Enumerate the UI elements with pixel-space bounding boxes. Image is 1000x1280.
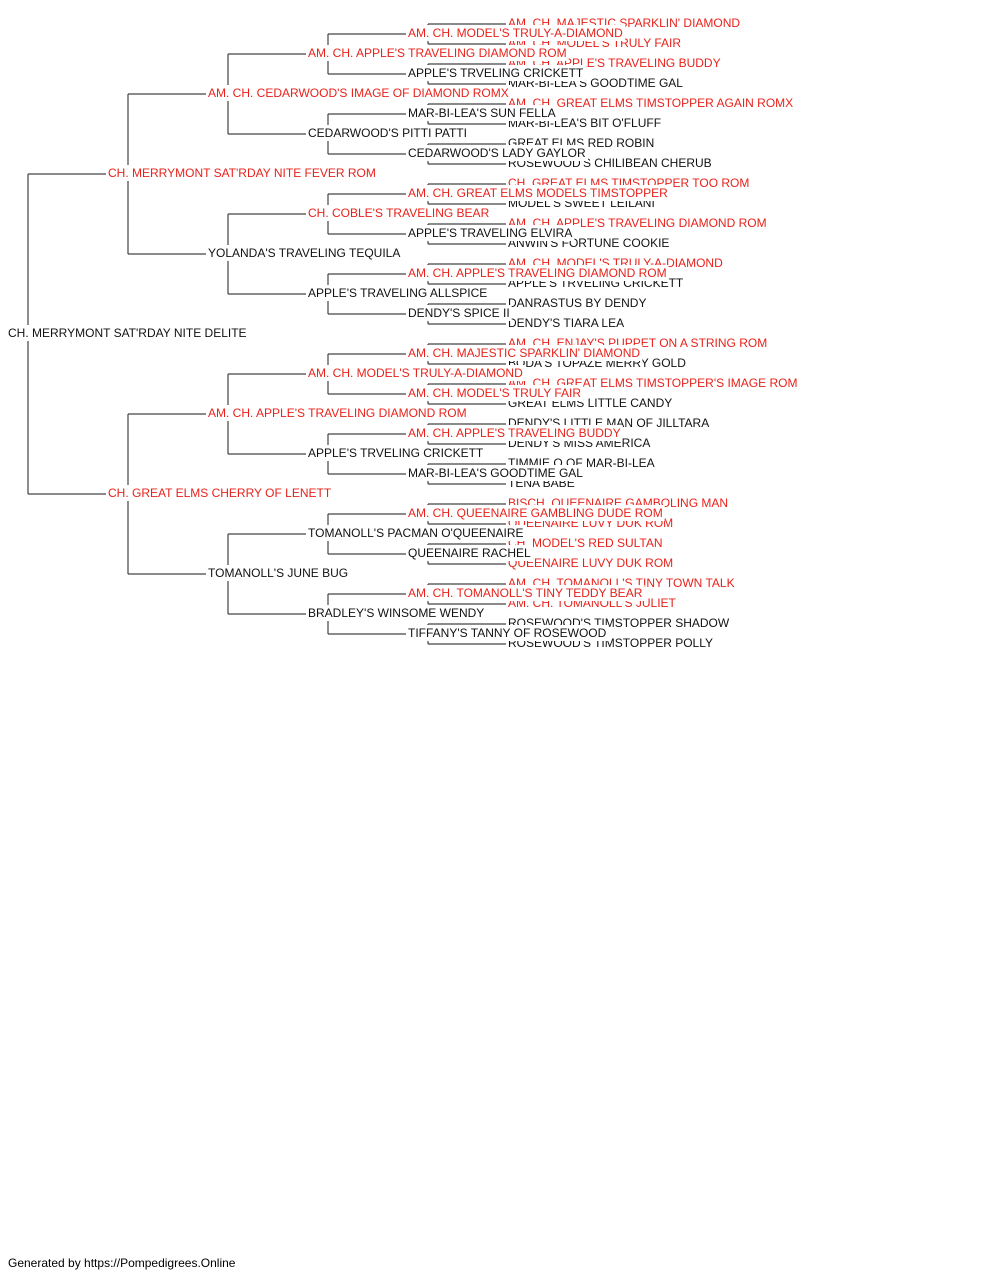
- ancestor-sire-name: AM. CH. MODEL'S TRULY-A-DIAMOND: [408, 26, 623, 40]
- footer-credit: Generated by https://Pompedigrees.Online: [8, 1256, 236, 1270]
- label-backing: [306, 605, 487, 621]
- label-backing: [406, 185, 671, 201]
- label-backing: [406, 425, 623, 441]
- ancestor-dam-name: CEDARWOOD'S LADY GAYLOR: [408, 146, 586, 160]
- label-backing: [406, 625, 609, 641]
- ancestor-sire-name: DANRASTUS BY DENDY: [508, 296, 646, 310]
- ancestor-dam-name: BRADLEY'S WINSOME WENDY: [308, 606, 484, 620]
- label-backing: [406, 265, 669, 281]
- ancestor-sire-name: AM. CH. GREAT ELMS MODELS TIMSTOPPER: [408, 186, 668, 200]
- label-backing: [206, 565, 351, 581]
- label-backing: [406, 385, 584, 401]
- label-backing: [406, 305, 512, 321]
- ancestor-dam-name: CH. GREAT ELMS CHERRY OF LENETT: [108, 486, 332, 500]
- ancestor-dam-name: APPLE'S TRAVELING ELVIRA: [408, 226, 572, 240]
- label-backing: [306, 125, 469, 141]
- ancestor-sire-name: AM. CH. APPLE'S TRAVELING DIAMOND ROM: [308, 46, 567, 60]
- label-backing: [306, 365, 526, 381]
- ancestor-dam-name: YOLANDA'S TRAVELING TEQUILA: [208, 246, 400, 260]
- label-backing: [406, 25, 626, 41]
- ancestor-sire-name: AM. CH. MODEL'S TRULY-A-DIAMOND: [308, 366, 523, 380]
- label-backing: [406, 105, 558, 121]
- label-backing: [406, 545, 534, 561]
- label-backing: [506, 315, 627, 331]
- label-backing: [106, 485, 334, 501]
- label-backing: [306, 525, 526, 541]
- ancestor-sire-name: TOMANOLL'S PACMAN O'QUEENAIRE: [308, 526, 524, 540]
- label-backing: [506, 535, 665, 551]
- label-backing: [406, 145, 589, 161]
- ancestor-dam-name: APPLE'S TRVELING CRICKETT: [308, 446, 484, 460]
- label-backing: [406, 465, 586, 481]
- ancestor-sire-name: MAR-BI-LEA'S SUN FELLA: [408, 106, 556, 120]
- label-backing: [306, 205, 492, 221]
- ancestor-sire-name: AM. CH. APPLE'S TRAVELING DIAMOND ROM: [408, 266, 667, 280]
- ancestor-dam-name: DENDY'S TIARA LEA: [508, 316, 624, 330]
- ancestor-dam-name: QUEENAIRE RACHEL: [408, 546, 531, 560]
- label-backing: [206, 85, 511, 101]
- subject-dog-name: CH. MERRYMONT SAT'RDAY NITE DELITE: [8, 326, 247, 340]
- ancestor-sire-name: AM. CH. QUEENAIRE GAMBLING DUDE ROM: [408, 506, 663, 520]
- ancestor-dam-name: TOMANOLL'S JUNE BUG: [208, 566, 348, 580]
- ancestor-sire-name: AM. CH. APPLE'S TRAVELING DIAMOND ROM: [208, 406, 467, 420]
- label-backing: [206, 405, 469, 421]
- label-backing: [6, 325, 249, 341]
- label-backing: [406, 505, 665, 521]
- label-backing: [106, 165, 378, 181]
- ancestor-dam-name: QUEENAIRE LUVY DUK ROM: [508, 556, 673, 570]
- ancestor-dam-name: MAR-BI-LEA'S GOODTIME GAL: [408, 466, 583, 480]
- ancestor-dam-name: APPLE'S TRVELING CRICKETT: [408, 66, 584, 80]
- ancestor-dam-name: APPLE'S TRAVELING ALLSPICE: [308, 286, 487, 300]
- ancestor-dam-name: AM. CH. MODEL'S TRULY FAIR: [408, 386, 581, 400]
- ancestor-sire-name: CH. MERRYMONT SAT'RDAY NITE FEVER ROM: [108, 166, 376, 180]
- label-backing: [406, 65, 586, 81]
- ancestor-sire-name: AM. CH. APPLE'S TRAVELING BUDDY: [408, 426, 621, 440]
- ancestor-sire-name: CH. MODEL'S RED SULTAN: [508, 536, 663, 550]
- label-backing: [406, 585, 645, 601]
- label-backing: [306, 445, 486, 461]
- label-backing: [406, 345, 643, 361]
- ancestor-sire-name: AM. CH. MAJESTIC SPARKLIN' DIAMOND: [408, 346, 640, 360]
- label-backing: [306, 45, 569, 61]
- ancestor-sire-name: AM. CH. TOMANOLL'S TINY TEDDY BEAR: [408, 586, 643, 600]
- label-backing: [506, 295, 649, 311]
- label-backing: [406, 225, 575, 241]
- ancestor-sire-name: CH. COBLE'S TRAVELING BEAR: [308, 206, 490, 220]
- ancestor-dam-name: DENDY'S SPICE II: [408, 306, 510, 320]
- label-backing: [306, 285, 490, 301]
- ancestor-dam-name: TIFFANY'S TANNY OF ROSEWOOD: [408, 626, 607, 640]
- ancestor-sire-name: AM. CH. CEDARWOOD'S IMAGE OF DIAMOND ROM…: [208, 86, 509, 100]
- ancestor-dam-name: CEDARWOOD'S PITTI PATTI: [308, 126, 467, 140]
- label-backing: [206, 245, 403, 261]
- ancestor-sire-name: AM. CH. GREAT ELMS TIMSTOPPER AGAIN ROMX: [508, 96, 793, 110]
- label-backing: [506, 555, 676, 571]
- label-backing: [506, 95, 796, 111]
